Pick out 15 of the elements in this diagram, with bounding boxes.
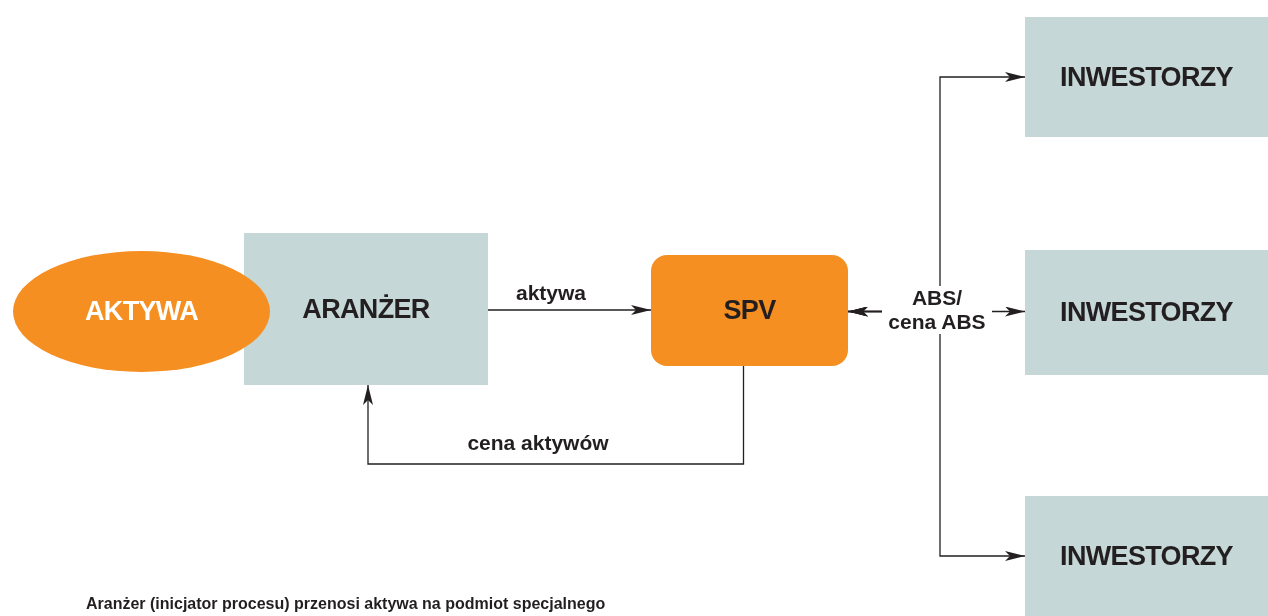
node-label: AKTYWA [85, 295, 198, 329]
rounded-box [651, 255, 848, 366]
process-box [244, 233, 488, 385]
node-label: SPV [723, 294, 776, 328]
node-label: INWESTORZY [1060, 60, 1233, 94]
node-label: INWESTORZY [1060, 296, 1233, 330]
edge-label: ABS/ cena ABS [882, 286, 992, 334]
process-box [1025, 496, 1268, 616]
process-box [1025, 250, 1268, 375]
arrow [363, 365, 745, 465]
process-box [1025, 17, 1268, 137]
node-label: INWESTORZY [1060, 539, 1233, 573]
node-label: ARANŻER [302, 292, 430, 326]
caption-text: Aranżer (inicjator procesu) przenosi aktywa na podmiot specjalnego [86, 594, 606, 614]
arrow [487, 305, 652, 315]
